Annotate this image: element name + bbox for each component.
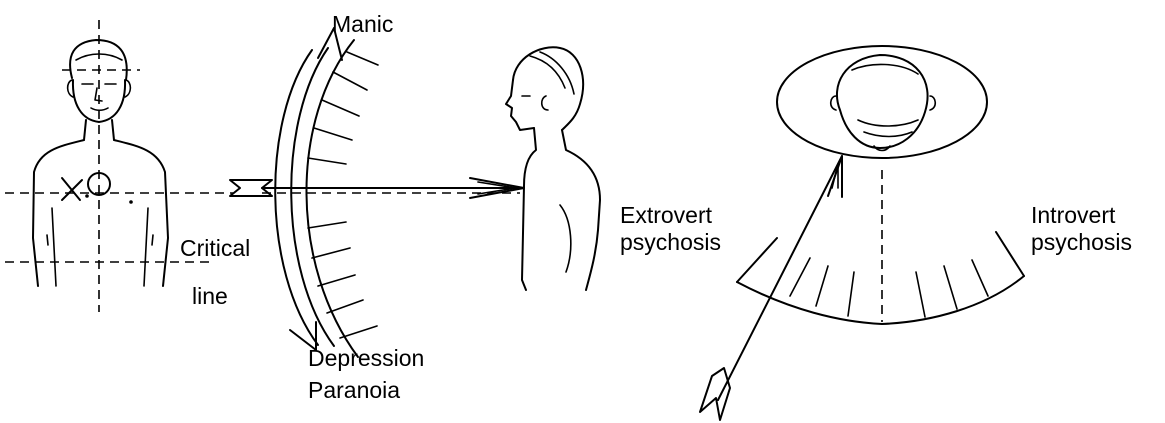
profile-figure [506,47,600,290]
front-body-right [114,140,168,286]
label-introvert: Introvert [1031,202,1115,228]
topdown-ear-left [831,96,836,110]
arc-inner [275,50,318,345]
label-line: line [192,283,228,309]
topdown-figure [777,46,987,158]
fan-arc [737,276,1024,324]
fan-edge-right [996,232,1024,276]
profile-hair-line-1 [530,56,565,88]
fan-edge-left [737,238,777,282]
topdown-hair-2 [858,120,918,126]
profile-front-body [522,128,536,290]
label-extrovert-psychosis: psychosis [620,229,721,255]
label-depression: Depression [308,345,424,371]
profile-ear [542,96,548,110]
label-critical: Critical [180,235,250,261]
topdown-ear-right [930,96,935,110]
front-elbow-marks [47,235,153,245]
chest-dot-right [129,200,133,204]
label-paranoia: Paranoia [308,377,400,403]
front-mouth [91,108,108,110]
topdown-head [837,55,928,148]
front-arm-right [144,208,148,286]
profile-arm [560,205,571,272]
front-body-left [33,140,84,286]
topdown-hair-1 [852,64,918,74]
label-extrovert: Extrovert [620,202,712,228]
chest-dot-left [85,194,89,198]
arc-scale-ticks [308,52,378,338]
front-figure [33,40,168,286]
outer-ellipse [777,46,987,158]
label-introvert-psychosis: psychosis [1031,229,1132,255]
label-manic: Manic [332,11,393,37]
topdown-hair-3 [864,132,912,137]
fan-ticks [790,258,988,317]
arrow-shaft-diagonal [718,156,842,400]
horizontal-arrow [230,178,524,198]
arrow-fletching-diagonal [700,368,730,420]
chest-cross-mark [62,178,82,200]
front-arm-left [52,208,56,286]
profile-face [506,80,534,130]
